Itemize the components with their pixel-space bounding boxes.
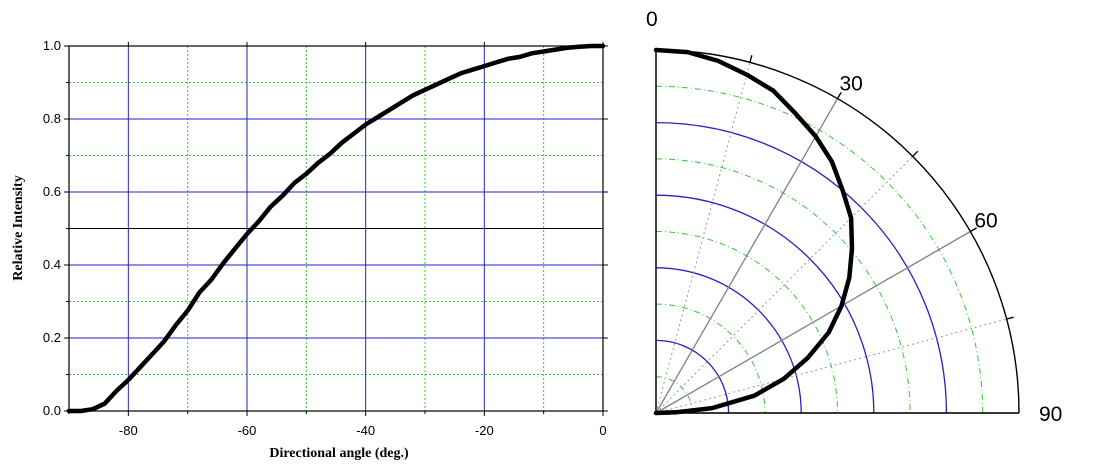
minor-ring bbox=[655, 158, 911, 414]
cartesian-ticks: -80 -60 -40 -20 0 0.0 0.2 0.4 0.6 0.8 1.0 bbox=[43, 38, 608, 438]
y-tick-label: 0.0 bbox=[43, 403, 61, 418]
major-ring bbox=[655, 339, 730, 414]
outer-tick bbox=[1006, 316, 1014, 320]
x-tick-label: 0 bbox=[599, 423, 606, 438]
y-tick-label: 0.6 bbox=[43, 184, 61, 199]
outer-tick bbox=[749, 55, 753, 63]
polar-angle-label: 0 bbox=[646, 8, 658, 31]
major-spoke bbox=[655, 98, 839, 414]
intensity-curve bbox=[66, 43, 606, 414]
polar-frame bbox=[655, 49, 1020, 414]
x-tick-label: -40 bbox=[356, 423, 375, 438]
y-tick-label: 0.4 bbox=[43, 257, 61, 272]
x-tick-label: -60 bbox=[238, 423, 257, 438]
y-tick-label: 0.8 bbox=[43, 111, 61, 126]
cartesian-chart: -80 -60 -40 -20 0 0.0 0.2 0.4 0.6 0.8 1.0 Directio… bbox=[11, 38, 608, 461]
y-tick-label: 1.0 bbox=[43, 38, 61, 53]
polar-angle-labels: 0 30 60 90 bbox=[646, 8, 1062, 426]
minor-ring bbox=[655, 231, 838, 414]
y-axis-label: Relative Intensity bbox=[11, 175, 26, 280]
polar-angle-label: 30 bbox=[840, 73, 863, 96]
polar-chart: 0 30 60 90 bbox=[646, 8, 1062, 426]
polar-intensity-curve bbox=[653, 47, 855, 416]
x-tick-label: -20 bbox=[475, 423, 494, 438]
x-tick-label: -80 bbox=[119, 423, 138, 438]
outer-tick bbox=[912, 150, 919, 157]
x-axis-label: Directional angle (deg.) bbox=[269, 446, 409, 461]
major-ring bbox=[655, 194, 875, 414]
outer-tick bbox=[836, 91, 842, 99]
minor-spoke bbox=[655, 318, 1007, 414]
outer-tick bbox=[970, 227, 978, 233]
minor-spoke bbox=[655, 155, 914, 414]
minor-spoke bbox=[655, 62, 751, 414]
polar-angle-label: 60 bbox=[974, 210, 997, 233]
polar-spokes bbox=[655, 50, 1019, 414]
major-spoke bbox=[655, 230, 971, 414]
polar-angle-label: 90 bbox=[1039, 403, 1062, 426]
y-tick-label: 0.2 bbox=[43, 330, 61, 345]
